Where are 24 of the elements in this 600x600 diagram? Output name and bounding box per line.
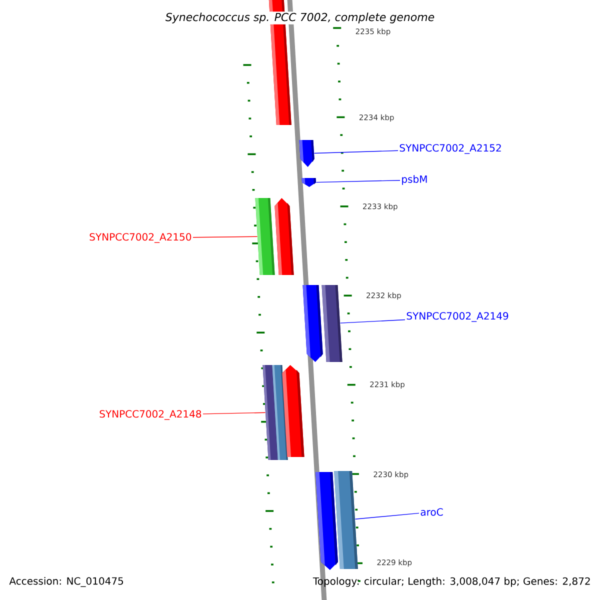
title: Synechococcus sp. PCC 7002, complete genome [164,12,436,24]
leader-line [316,180,400,183]
gene-block [255,198,275,275]
gene-block [302,285,323,362]
genome-info-text: Topology: circular; Length: 3,008,047 bp; Genes: 2,872 [312,577,590,587]
leader-line [314,150,398,154]
leader-line [192,236,258,238]
gene-label: psbM [402,175,427,185]
gene-block [334,471,358,569]
gene-label: aroC [420,508,443,516]
gene-block [316,472,338,570]
leader-line [340,319,406,324]
gene-label: SYNPCC7002_A2148 [100,410,202,420]
gene-label: SYNPCC7002_A2149 [406,312,508,322]
gene-block [322,285,342,362]
leader-line [354,512,420,520]
accession-text: Accession: NC_010475 [9,577,124,587]
gene-block [282,365,304,457]
gene-block [302,178,316,187]
leader-line [202,412,266,414]
gene-label: SYNPCC7002_A2152 [400,144,501,154]
gene-block [299,140,314,167]
gene-block [274,198,294,275]
gene-label: SYNPCC7002_A2150 [90,233,192,243]
